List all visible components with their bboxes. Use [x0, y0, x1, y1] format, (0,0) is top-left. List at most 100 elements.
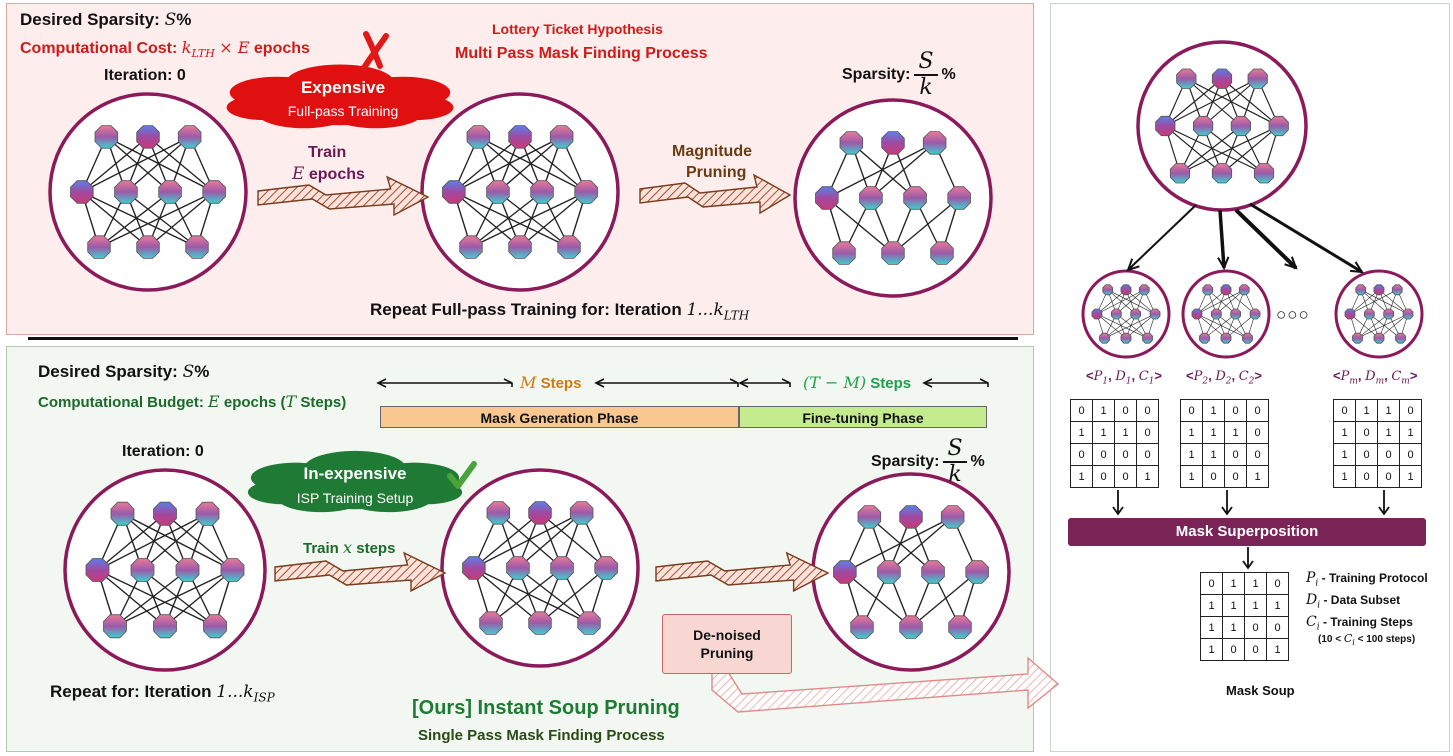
network-node [1120, 284, 1132, 296]
network-node [859, 186, 883, 210]
inexpensive-label: In-expensive [303, 464, 407, 483]
network-node [466, 125, 491, 149]
network-node [857, 505, 882, 529]
network-node [1352, 332, 1363, 344]
network-edge [1179, 125, 1242, 174]
network-edge [870, 142, 936, 199]
network-edge [1207, 289, 1236, 315]
network-edge [1196, 289, 1227, 315]
network-node [940, 505, 965, 529]
mask-cell: 1 [1180, 443, 1203, 466]
mask-generation-phase: Mask Generation Phase [380, 406, 739, 428]
network-edge [1221, 78, 1280, 127]
m-steps-arrow-left [376, 378, 513, 388]
network-node [175, 558, 200, 582]
network-edge [517, 512, 583, 569]
network-edge [142, 569, 216, 627]
network-edge [519, 136, 587, 193]
network-edge [1360, 289, 1409, 315]
mask-cell: 0 [1180, 399, 1203, 422]
mask-cell: 1 [1070, 421, 1093, 444]
network-edge [473, 567, 541, 624]
network-node [1220, 284, 1232, 296]
network-edge [470, 191, 543, 248]
bottom-computational-budget: Computational Budget: E epochs (T Steps) [38, 392, 347, 411]
network-node [930, 241, 954, 265]
network-edge [1204, 313, 1236, 339]
network-node [1230, 308, 1241, 320]
network-edge [1196, 313, 1227, 339]
mask-cell: 1 [1355, 399, 1378, 422]
network-node [1373, 284, 1385, 296]
network-node [948, 615, 972, 639]
network-node [557, 235, 581, 259]
network-node [442, 180, 466, 204]
network-edge [497, 512, 563, 569]
network-edge [1221, 125, 1280, 174]
mask-cell: 0 [1136, 421, 1159, 444]
network-node [185, 235, 209, 259]
mask-cell: 0 [1202, 465, 1225, 488]
neural-network-icon [420, 92, 620, 292]
mask-cell: 0 [1222, 638, 1245, 661]
mask-cell: 0 [1224, 399, 1247, 422]
network-edge [826, 142, 935, 199]
mask-cell: 1 [1246, 465, 1269, 488]
fine-tuning-phase: Fine-tuning Phase [739, 406, 987, 428]
network-edge [910, 571, 978, 628]
mask-cell: 0 [1333, 399, 1356, 422]
mask-cell: 1 [1266, 638, 1289, 661]
train-label: Train [308, 144, 347, 161]
network-edge [1378, 289, 1409, 315]
network-node [1142, 332, 1153, 344]
network-edge [1360, 289, 1389, 315]
train-x-steps-label: Train x steps [303, 538, 396, 557]
mask-cell: 0 [1266, 616, 1289, 639]
mask-cell: 1 [1377, 399, 1400, 422]
mask-cell: 0 [1244, 616, 1267, 639]
mask2-down-arrow [1221, 490, 1233, 516]
network-node [574, 180, 598, 204]
top-computational-cost: Computational Cost: kLTH × E epochs [20, 38, 310, 61]
network-node [594, 556, 618, 580]
network-edge [453, 191, 521, 248]
full-pass-label: Full-pass Training [287, 103, 399, 119]
mask-cell: 1 [1202, 443, 1225, 466]
mask-cell: 1 [1244, 572, 1267, 595]
mask-superposition-bar: Mask Superposition [1068, 518, 1426, 546]
network-node [1149, 308, 1161, 320]
mask-cell: 1 [1202, 421, 1225, 444]
network-edge [122, 513, 188, 571]
network-edge [97, 513, 166, 571]
network-node [1191, 308, 1203, 320]
network-edge [114, 569, 188, 627]
network-edge [1349, 313, 1380, 339]
network-node [549, 125, 574, 149]
network-edge [1202, 125, 1265, 174]
network-edge [81, 136, 149, 193]
network-edge [477, 136, 543, 193]
mask-cell: 1 [1266, 594, 1289, 617]
denoised-pruning-box: De-noised Pruning [662, 614, 792, 674]
network-node [486, 501, 511, 525]
mask-cell: 0 [1246, 421, 1269, 444]
legend-data: Di - Data Subset [1306, 592, 1401, 611]
network-edge [147, 136, 215, 193]
mask-cell: 0 [1246, 443, 1269, 466]
ellipsis-dots: ○○○ [1276, 305, 1310, 324]
top-repeat-text: Repeat Full-pass Training for: Iteration… [370, 300, 750, 323]
network-edge [519, 191, 587, 248]
ours-title: [Ours] Instant Soup Pruning [412, 697, 680, 719]
network-node [114, 180, 138, 204]
network-edge [1164, 78, 1223, 127]
network-node [508, 125, 532, 149]
